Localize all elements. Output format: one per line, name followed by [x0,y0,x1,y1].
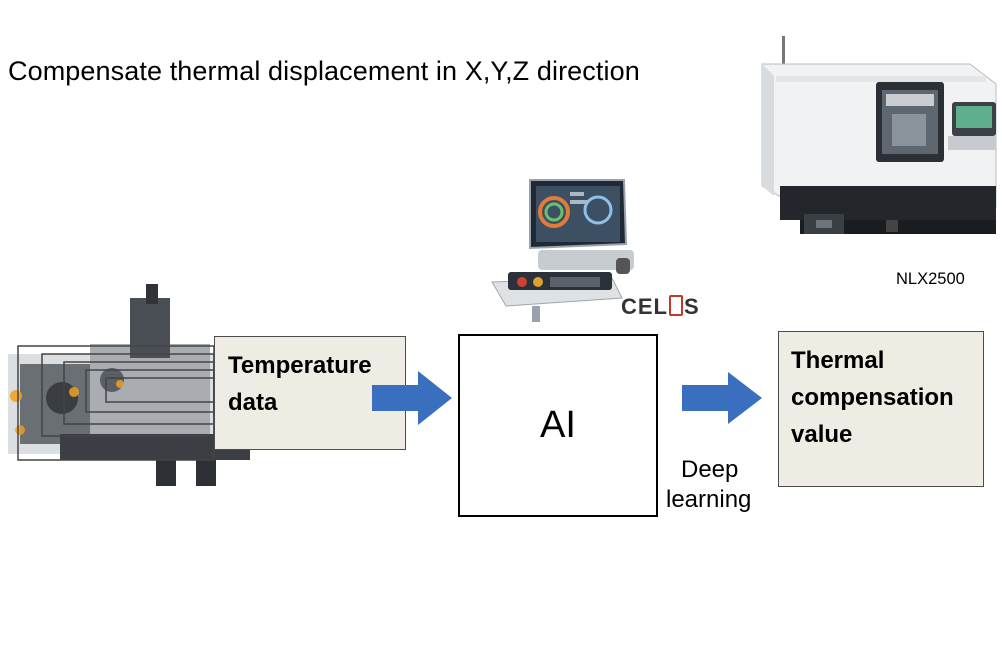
temperature-data-label: Temperature data [228,347,372,421]
thermal-compensation-label: Thermal compensation value [791,342,954,453]
method-line1: Deep [681,456,739,483]
control-panel-icon [491,179,634,322]
thermal-compensation-box [778,331,984,487]
ai-box [458,334,658,517]
ai-label: AI [540,404,576,446]
page-title: Compensate thermal displacement in X,Y,Z… [8,56,640,86]
spindle-assembly-icon [8,284,250,486]
celos-o-mark [669,295,683,316]
arrow-right-icon [372,371,452,425]
thermal-compensation-line1: Thermal [791,347,885,374]
machine-label: NLX2500 [896,270,965,288]
thermal-compensation-line2: compensation [791,384,954,411]
temperature-data-line2: data [228,389,278,416]
arrow-right-icon [682,372,762,424]
method-line2: learning [666,486,752,513]
temperature-data-line1: Temperature [228,352,372,379]
lathe-machine-icon [761,36,997,234]
thermal-compensation-line3: value [791,421,853,448]
